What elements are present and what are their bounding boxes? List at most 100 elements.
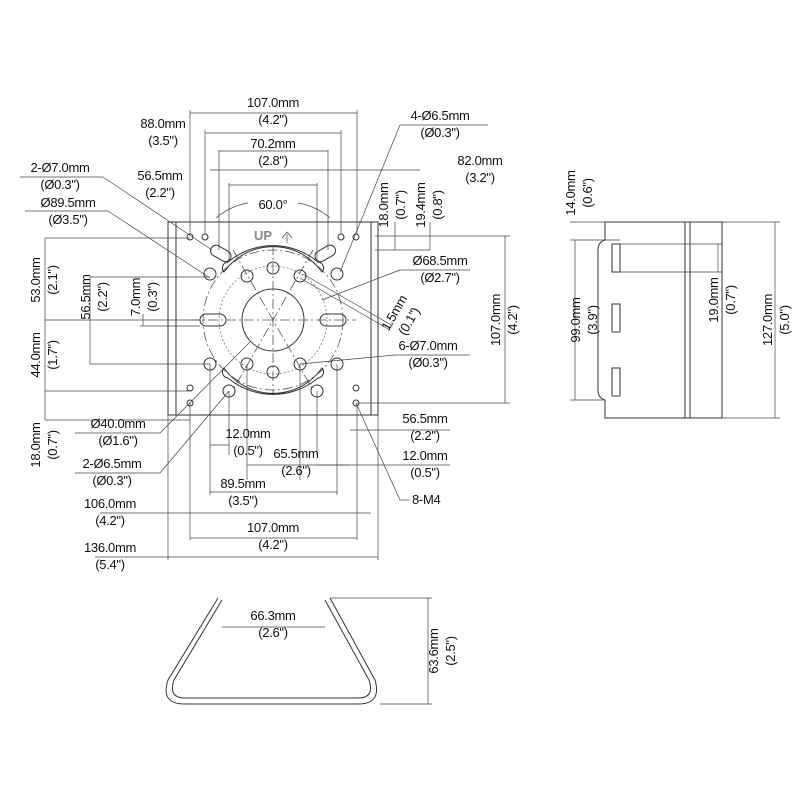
dim-value-mm: 6-Ø7.0mm bbox=[398, 338, 457, 353]
up-label: UP bbox=[254, 228, 272, 243]
dim-value-inch: (4.2") bbox=[258, 112, 288, 127]
dim-bend-63-6: 63.6mm(2.5") bbox=[426, 628, 458, 673]
dim-v-19-4: 19.4mm(0.8") bbox=[413, 182, 445, 227]
dim-v-18-top: 18.0mm(0.7") bbox=[376, 182, 408, 227]
dim-value-mm: 7.0mm bbox=[128, 278, 143, 316]
dim-side-127: 127.0mm(5.0") bbox=[760, 294, 792, 346]
dim-right-107: 107.0mm(4.2") bbox=[488, 294, 520, 346]
dim-value-mm: 53.0mm bbox=[28, 257, 43, 302]
dim-value-inch: (2.5") bbox=[443, 636, 458, 666]
front-view bbox=[20, 110, 510, 560]
dim-value-inch: (2.2") bbox=[410, 428, 440, 443]
dim-hole-2x7: 2-Ø7.0mm (Ø0.3") bbox=[30, 160, 89, 192]
dim-value-inch: (4.2") bbox=[258, 537, 288, 552]
dim-value-mm: 70.2mm bbox=[250, 136, 295, 151]
dim-value-mm: 107.0mm bbox=[247, 95, 299, 110]
dim-value-inch: (0.7") bbox=[723, 285, 738, 315]
dim-value-mm: 65.5mm bbox=[273, 446, 318, 461]
dim-value-mm: 19.4mm bbox=[413, 182, 428, 227]
dim-value-mm: Ø89.5mm bbox=[41, 195, 96, 210]
dim-value-mm: 107.0mm bbox=[247, 520, 299, 535]
dim-value-mm: 127.0mm bbox=[760, 294, 775, 346]
dim-value-inch: (0.7") bbox=[45, 430, 60, 460]
dim-value-mm: 2-Ø7.0mm bbox=[30, 160, 89, 175]
dim-value-inch: (3.5") bbox=[228, 493, 258, 508]
dim-top-107: 107.0mm (4.2") bbox=[247, 95, 299, 127]
side-outline bbox=[597, 221, 723, 419]
dim-value-mm: 88.0mm bbox=[140, 116, 185, 131]
dim-bot-56-5: 56.5mm(2.2") bbox=[402, 411, 447, 443]
dim-value-inch: (3.5") bbox=[148, 133, 178, 148]
dim-left-53: 53.0mm(2.1") bbox=[28, 257, 60, 302]
angle-label: 60.0° bbox=[258, 197, 287, 212]
dim-top-70-2: 70.2mm (2.8") bbox=[250, 136, 295, 168]
dim-value-mm: 12.0mm bbox=[225, 426, 270, 441]
dim-bot-65-5: 65.5mm (2.6") bbox=[273, 446, 318, 478]
dim-value-inch: (3.9") bbox=[585, 305, 600, 335]
dim-side-19: 19.0mm(0.7") bbox=[706, 277, 738, 322]
dim-value-mm: 82.0mm bbox=[457, 153, 502, 168]
dim-side-14: 14.0mm(0.6") bbox=[563, 170, 595, 215]
dim-value-inch: (4.2") bbox=[95, 513, 125, 528]
top-arc-slot bbox=[221, 245, 325, 273]
dim-value-inch: (0.3") bbox=[145, 282, 160, 312]
dim-bot-106: 106.0mm (4.2") bbox=[84, 496, 136, 528]
dim-bot-12-left: 12.0mm (0.5") bbox=[225, 426, 270, 458]
dim-value-inch: (5.4") bbox=[95, 557, 125, 572]
dim-left-7: 7.0mm(0.3") bbox=[128, 278, 160, 316]
dim-value-mm: 136.0mm bbox=[84, 540, 136, 555]
dim-value-mm: 18.0mm bbox=[376, 182, 391, 227]
dim-value-inch: (0.5") bbox=[233, 443, 263, 458]
dim-top-56-5: 56.5mm (2.2") bbox=[137, 168, 182, 200]
dim-value-mm: 12.0mm bbox=[402, 448, 447, 463]
dim-value-mm: 44.0mm bbox=[28, 332, 43, 377]
dim-value-inch: (4.2") bbox=[505, 305, 520, 335]
dim-value-inch: (0.5") bbox=[410, 465, 440, 480]
dim-value-inch: (2.8") bbox=[258, 153, 288, 168]
dim-value-inch: (2.2") bbox=[145, 185, 175, 200]
dimension-labels: 107.0mm(4.2")88.0mm(3.5")70.2mm(2.8")56.… bbox=[28, 95, 792, 674]
dim-value-inch: (3.2") bbox=[465, 170, 495, 185]
dim-value-mm: 56.5mm bbox=[78, 274, 93, 319]
dim-value-inch: (Ø0.3") bbox=[420, 125, 459, 140]
dim-value-mm: 63.6mm bbox=[426, 628, 441, 673]
dim-left-18: 18.0mm(0.7") bbox=[28, 422, 60, 467]
dim-value-inch: (Ø0.3") bbox=[92, 473, 131, 488]
dim-value-inch: (2.6") bbox=[258, 625, 288, 640]
dim-circle-68-5: Ø68.5mm(Ø2.7") bbox=[413, 253, 468, 285]
dim-top-88: 88.0mm (3.5") bbox=[140, 116, 185, 148]
dim-circle-89-5: Ø89.5mm(Ø3.5") bbox=[41, 195, 96, 227]
dim-hole-6x7: 6-Ø7.0mm (Ø0.3") bbox=[398, 338, 457, 370]
dim-value-mm: 99.0mm bbox=[568, 297, 583, 342]
dim-value-inch: (0.7") bbox=[393, 190, 408, 220]
dim-value-inch: (Ø0.3") bbox=[408, 355, 447, 370]
dim-value-inch: (Ø0.3") bbox=[40, 177, 79, 192]
dim-value-inch: (Ø2.7") bbox=[420, 270, 459, 285]
dim-value-inch: (2.1") bbox=[45, 265, 60, 295]
plate-outline bbox=[167, 221, 379, 416]
dim-top-82: 82.0mm (3.2") bbox=[457, 153, 502, 185]
dim-side-99: 99.0mm(3.9") bbox=[568, 297, 600, 342]
dim-value-inch: (0.6") bbox=[580, 178, 595, 208]
dim-value-mm: 14.0mm bbox=[563, 170, 578, 215]
dim-value-mm: 2-Ø6.5mm bbox=[82, 456, 141, 471]
dim-value-mm: 107.0mm bbox=[488, 294, 503, 346]
dim-value-inch: (2.6") bbox=[281, 463, 311, 478]
dim-value-inch: (2.2") bbox=[95, 282, 110, 312]
dim-value-mm: Ø40.0mm bbox=[91, 416, 146, 431]
dim-circle-40: Ø40.0mm(Ø1.6") bbox=[91, 416, 146, 448]
dim-bot-107: 107.0mm (4.2") bbox=[247, 520, 299, 552]
dim-bot-89-5: 89.5mm (3.5") bbox=[220, 476, 265, 508]
dim-value-mm: 89.5mm bbox=[220, 476, 265, 491]
dim-value-inch: (0.8") bbox=[430, 190, 445, 220]
dim-bend-66-3: 66.3mm(2.6") bbox=[250, 608, 295, 640]
side-view bbox=[570, 221, 780, 419]
dim-value-mm: 56.5mm bbox=[137, 168, 182, 183]
dim-value-mm: 18.0mm bbox=[28, 422, 43, 467]
dimension-lines bbox=[20, 110, 510, 560]
dim-slot-1-5: 1.5mm(0.1") bbox=[378, 292, 423, 337]
dim-value-mm: 106.0mm bbox=[84, 496, 136, 511]
dim-hole-4x6-5: 4-Ø6.5mm(Ø0.3") bbox=[410, 108, 469, 140]
dim-left-44: 44.0mm(1.7") bbox=[28, 332, 60, 377]
